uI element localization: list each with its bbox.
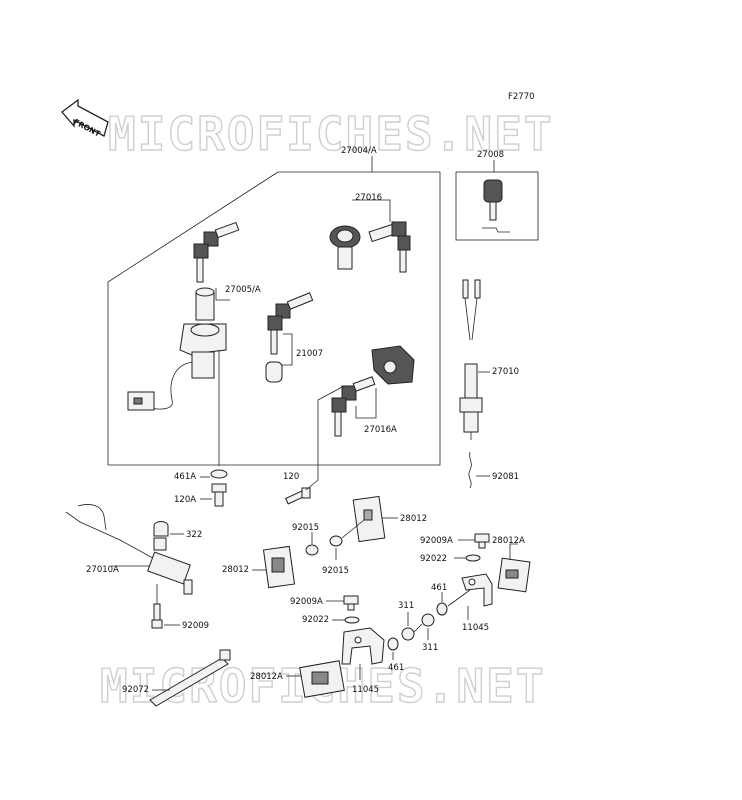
label-28012A-right: 28012A [492,536,525,546]
label-27010: 27010 [492,367,519,377]
label-27005A: 27005/A [225,285,261,295]
label-92072: 92072 [122,685,149,695]
washer-92022-middle [344,616,360,624]
spring-92081 [468,451,472,489]
label-311-upper: 311 [398,601,414,611]
label-28012-upper: 28012 [400,514,427,524]
figure-code: F2770 [508,92,535,102]
bracket-11045-middle [341,627,385,665]
label-28012-lower: 28012 [222,565,249,575]
lock-27016A [331,345,415,437]
label-461-right: 461 [431,583,447,593]
keys-21007 [265,292,314,383]
label-27004A: 27004/A [341,146,377,156]
strap-92072 [149,649,231,707]
label-120: 120 [283,472,299,482]
label-27010A: 27010A [86,565,119,575]
label-92009: 92009 [182,621,209,631]
washer-461-right [436,602,448,616]
label-11045-right: 11045 [462,623,489,633]
ignition-switch [127,287,227,411]
label-92022-middle: 92022 [302,615,329,625]
washer-461-middle [387,637,399,651]
bolt-92009A-right [474,533,490,549]
bolt-92009 [151,603,163,629]
label-92009A-middle: 92009A [290,597,323,607]
bolt-120A [211,483,227,507]
label-27016: 27016 [355,193,382,203]
switch-27010A [65,504,193,595]
pad-28012A-right [497,557,531,593]
label-120A: 120A [174,495,196,505]
nut-92015-right [329,535,343,547]
label-92015-left: 92015 [292,523,319,533]
cap-322 [153,521,169,537]
label-92015-right: 92015 [322,566,349,576]
pad-28012-lower [262,545,296,589]
washer-461A [210,469,228,479]
key-blank-box-27008 [455,160,539,241]
label-311-lower: 311 [422,643,438,653]
screw-120 [285,487,311,505]
nut-311-lower [421,613,435,627]
label-11045-middle: 11045 [352,685,379,695]
seat-lock-27016 [329,221,411,273]
label-461A: 461A [174,472,196,482]
label-27008: 27008 [477,150,504,160]
watermark-top: MICROFICHES.NET [108,107,553,161]
pad-28012A-middle [299,660,345,698]
bracket-11045-right [461,573,493,607]
label-21007: 21007 [296,349,323,359]
label-461-middle: 461 [388,663,404,673]
ignition-keys [193,221,240,283]
bolt-92009A-middle [343,595,359,611]
front-arrow-icon: FRONT [61,98,109,139]
switch-27010 [459,279,483,440]
label-28012A-middle: 28012A [250,672,283,682]
nut-311-upper [401,627,415,641]
kit-enclosure-27004 [107,156,441,466]
washer-92022-right [465,554,481,562]
nut-92015-left [305,544,319,556]
label-27016A: 27016A [364,425,397,435]
pad-28012-upper [352,495,386,543]
label-92022-right: 92022 [420,554,447,564]
label-322: 322 [186,530,202,540]
label-92081: 92081 [492,472,519,482]
label-92009A-right: 92009A [420,536,453,546]
